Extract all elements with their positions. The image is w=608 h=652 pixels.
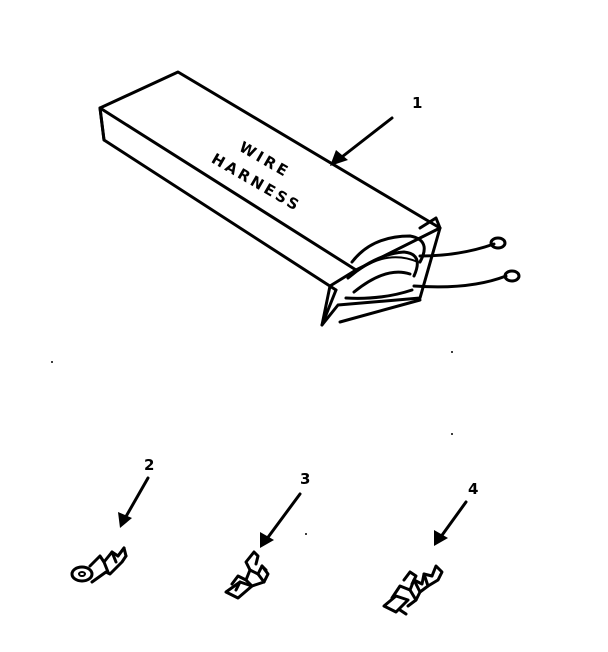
- callout-2: 2: [118, 456, 154, 528]
- flag-terminal: [224, 550, 270, 600]
- callout-2-number: 2: [144, 456, 154, 474]
- callout-4: 4: [434, 480, 478, 546]
- ring-terminal: [70, 546, 128, 584]
- callout-4-number: 4: [468, 480, 478, 498]
- callout-3-number: 3: [300, 470, 310, 488]
- insulated-flag-terminal: [382, 564, 444, 616]
- scan-noise: [51, 351, 453, 535]
- callout-1: 1: [330, 94, 422, 166]
- callout-3: 3: [260, 470, 310, 548]
- box-label: WIRE HARNESS: [208, 138, 304, 216]
- wire-harness-package: WIRE HARNESS: [98, 70, 521, 327]
- callout-1-number: 1: [412, 94, 422, 112]
